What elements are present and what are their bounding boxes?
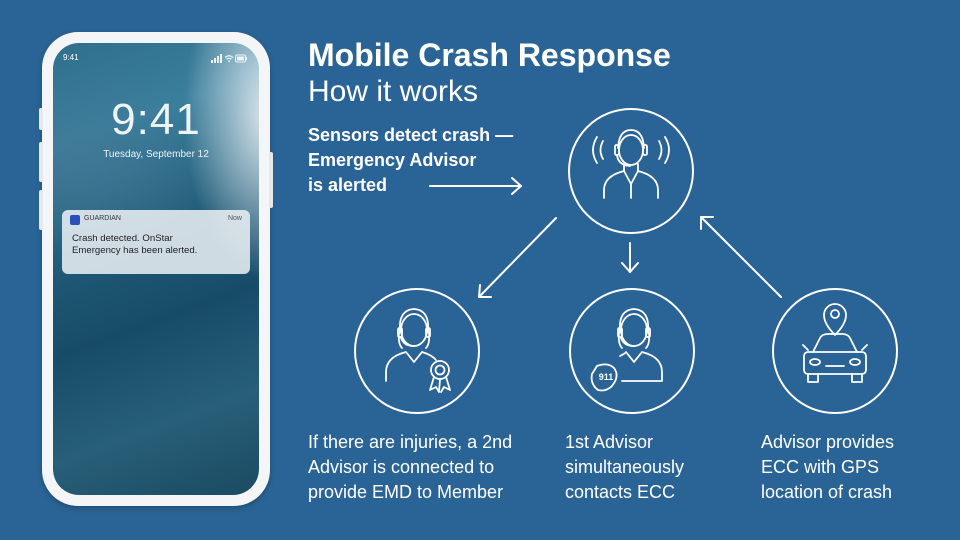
status-icons (211, 54, 247, 63)
right-car-circle (772, 288, 898, 414)
notification-body: Crash detected. OnStar Emergency has bee… (72, 233, 242, 257)
top-advisor-circle (568, 108, 694, 234)
page-subtitle: How it works (308, 75, 479, 108)
arrow-top-to-middle (621, 242, 639, 273)
step-middle-line: simultaneously (565, 457, 685, 477)
step-middle-line: contacts ECC (565, 482, 676, 502)
step-middle-text: 1st Advisor simultaneously contacts ECC (565, 430, 684, 505)
advisor-911-icon: 911 (590, 308, 663, 392)
battery-icon (235, 54, 247, 63)
lock-screen: 9:41 9:41 Tuesday, September 12 (53, 43, 259, 495)
step-top-line: Sensors detect crash — (308, 125, 514, 145)
car-location-icon (802, 303, 868, 383)
lock-screen-time: 9:41 (111, 95, 201, 144)
step-top-line: is alerted (308, 175, 388, 195)
arrow-to-top-advisor (429, 177, 522, 195)
status-time: 9:41 (63, 53, 79, 62)
notification-line: Crash detected. OnStar (72, 233, 173, 244)
wifi-icon (224, 55, 234, 63)
step-middle-line: 1st Advisor (565, 432, 654, 452)
phone-volume-down-button (39, 190, 43, 230)
left-advisor-circle (354, 288, 480, 414)
phone-volume-up-button (39, 142, 43, 182)
notification-app-name: GUARDIAN (84, 215, 121, 222)
arrow-right-to-top (700, 216, 782, 298)
step-top-line: Emergency Advisor (308, 150, 477, 170)
step-left-line: provide EMD to Member (308, 482, 504, 502)
middle-advisor-circle (569, 288, 695, 414)
step-left-line: If there are injuries, a 2nd (308, 432, 513, 452)
step-top-text: Sensors detect crash — Emergency Advisor… (308, 123, 513, 198)
notification-time: Now (227, 215, 242, 222)
phone-mockup: 9:41 9:41 Tuesday, September 12 (39, 32, 273, 506)
step-right-line: location of crash (761, 482, 893, 502)
step-right-line: ECC with GPS (761, 457, 880, 477)
page-title: Mobile Crash Response (308, 37, 671, 73)
advisor-award-icon (385, 308, 451, 393)
crash-notification[interactable]: GUARDIAN Now Crash detected. OnStar Emer… (62, 210, 250, 274)
signal-icon (211, 54, 222, 63)
step-right-text: Advisor provides ECC with GPS location o… (761, 430, 894, 505)
step-left-line: Advisor is connected to (308, 457, 495, 477)
phone-power-button (269, 152, 273, 208)
phone-mute-switch (39, 108, 43, 130)
status-bar: 9:41 (63, 53, 247, 65)
headset-advisor-icon (592, 129, 670, 199)
step-left-text: If there are injuries, a 2nd Advisor is … (308, 430, 512, 505)
step-right-line: Advisor provides (761, 432, 895, 452)
lock-screen-date: Tuesday, September 12 (103, 149, 209, 160)
arrow-top-to-left (478, 217, 557, 298)
guardian-app-icon (70, 215, 80, 225)
badge-911-text: 911 (599, 372, 614, 382)
notification-line: Emergency has been alerted. (72, 245, 198, 256)
